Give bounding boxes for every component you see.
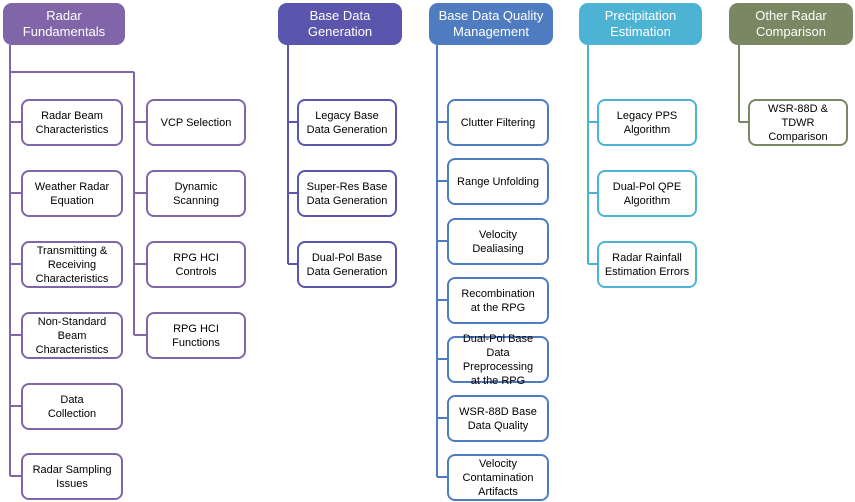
header-radar-fundamentals: Radar Fundamentals — [3, 3, 125, 45]
node-radar-rainfall-estimation-errors[interactable]: Radar Rainfall Estimation Errors — [597, 241, 697, 288]
node-super-res-base-data-generation[interactable]: Super-Res Base Data Generation — [297, 170, 397, 217]
node-velocity-contamination-artifacts[interactable]: Velocity Contamination Artifacts — [447, 454, 549, 501]
node-weather-radar-equation[interactable]: Weather Radar Equation — [21, 170, 123, 217]
node-legacy-pps-algorithm[interactable]: Legacy PPS Algorithm — [597, 99, 697, 146]
header-base-data-quality-management: Base Data Quality Management — [429, 3, 553, 45]
node-velocity-dealiasing[interactable]: Velocity Dealiasing — [447, 218, 549, 265]
node-wsr-88d-tdwr-comparison[interactable]: WSR-88D & TDWR Comparison — [748, 99, 848, 146]
header-other-radar-comparison: Other Radar Comparison — [729, 3, 853, 45]
header-precipitation-estimation: Precipitation Estimation — [579, 3, 702, 45]
node-dynamic-scanning[interactable]: Dynamic Scanning — [146, 170, 246, 217]
node-radar-beam-characteristics[interactable]: Radar Beam Characteristics — [21, 99, 123, 146]
node-recombination-at-the-rpg[interactable]: Recombination at the RPG — [447, 277, 549, 324]
node-dual-pol-qpe-algorithm[interactable]: Dual-Pol QPE Algorithm — [597, 170, 697, 217]
node-range-unfolding[interactable]: Range Unfolding — [447, 158, 549, 205]
node-clutter-filtering[interactable]: Clutter Filtering — [447, 99, 549, 146]
node-non-standard-beam-characteristics[interactable]: Non-Standard Beam Characteristics — [21, 312, 123, 359]
node-transmitting-receiving-characteristics[interactable]: Transmitting & Receiving Characteristics — [21, 241, 123, 288]
node-vcp-selection[interactable]: VCP Selection — [146, 99, 246, 146]
node-legacy-base-data-generation[interactable]: Legacy Base Data Generation — [297, 99, 397, 146]
node-dual-pol-base-data-preprocessing[interactable]: Dual-Pol Base Data Preprocessing at the … — [447, 333, 549, 387]
header-base-data-generation: Base Data Generation — [278, 3, 402, 45]
node-rpg-hci-functions[interactable]: RPG HCI Functions — [146, 312, 246, 359]
node-radar-sampling-issues[interactable]: Radar Sampling Issues — [21, 453, 123, 500]
node-wsr-88d-base-data-quality[interactable]: WSR-88D Base Data Quality — [447, 395, 549, 442]
node-rpg-hci-controls[interactable]: RPG HCI Controls — [146, 241, 246, 288]
node-data-collection[interactable]: Data Collection — [21, 383, 123, 430]
node-dual-pol-base-data-generation[interactable]: Dual-Pol Base Data Generation — [297, 241, 397, 288]
